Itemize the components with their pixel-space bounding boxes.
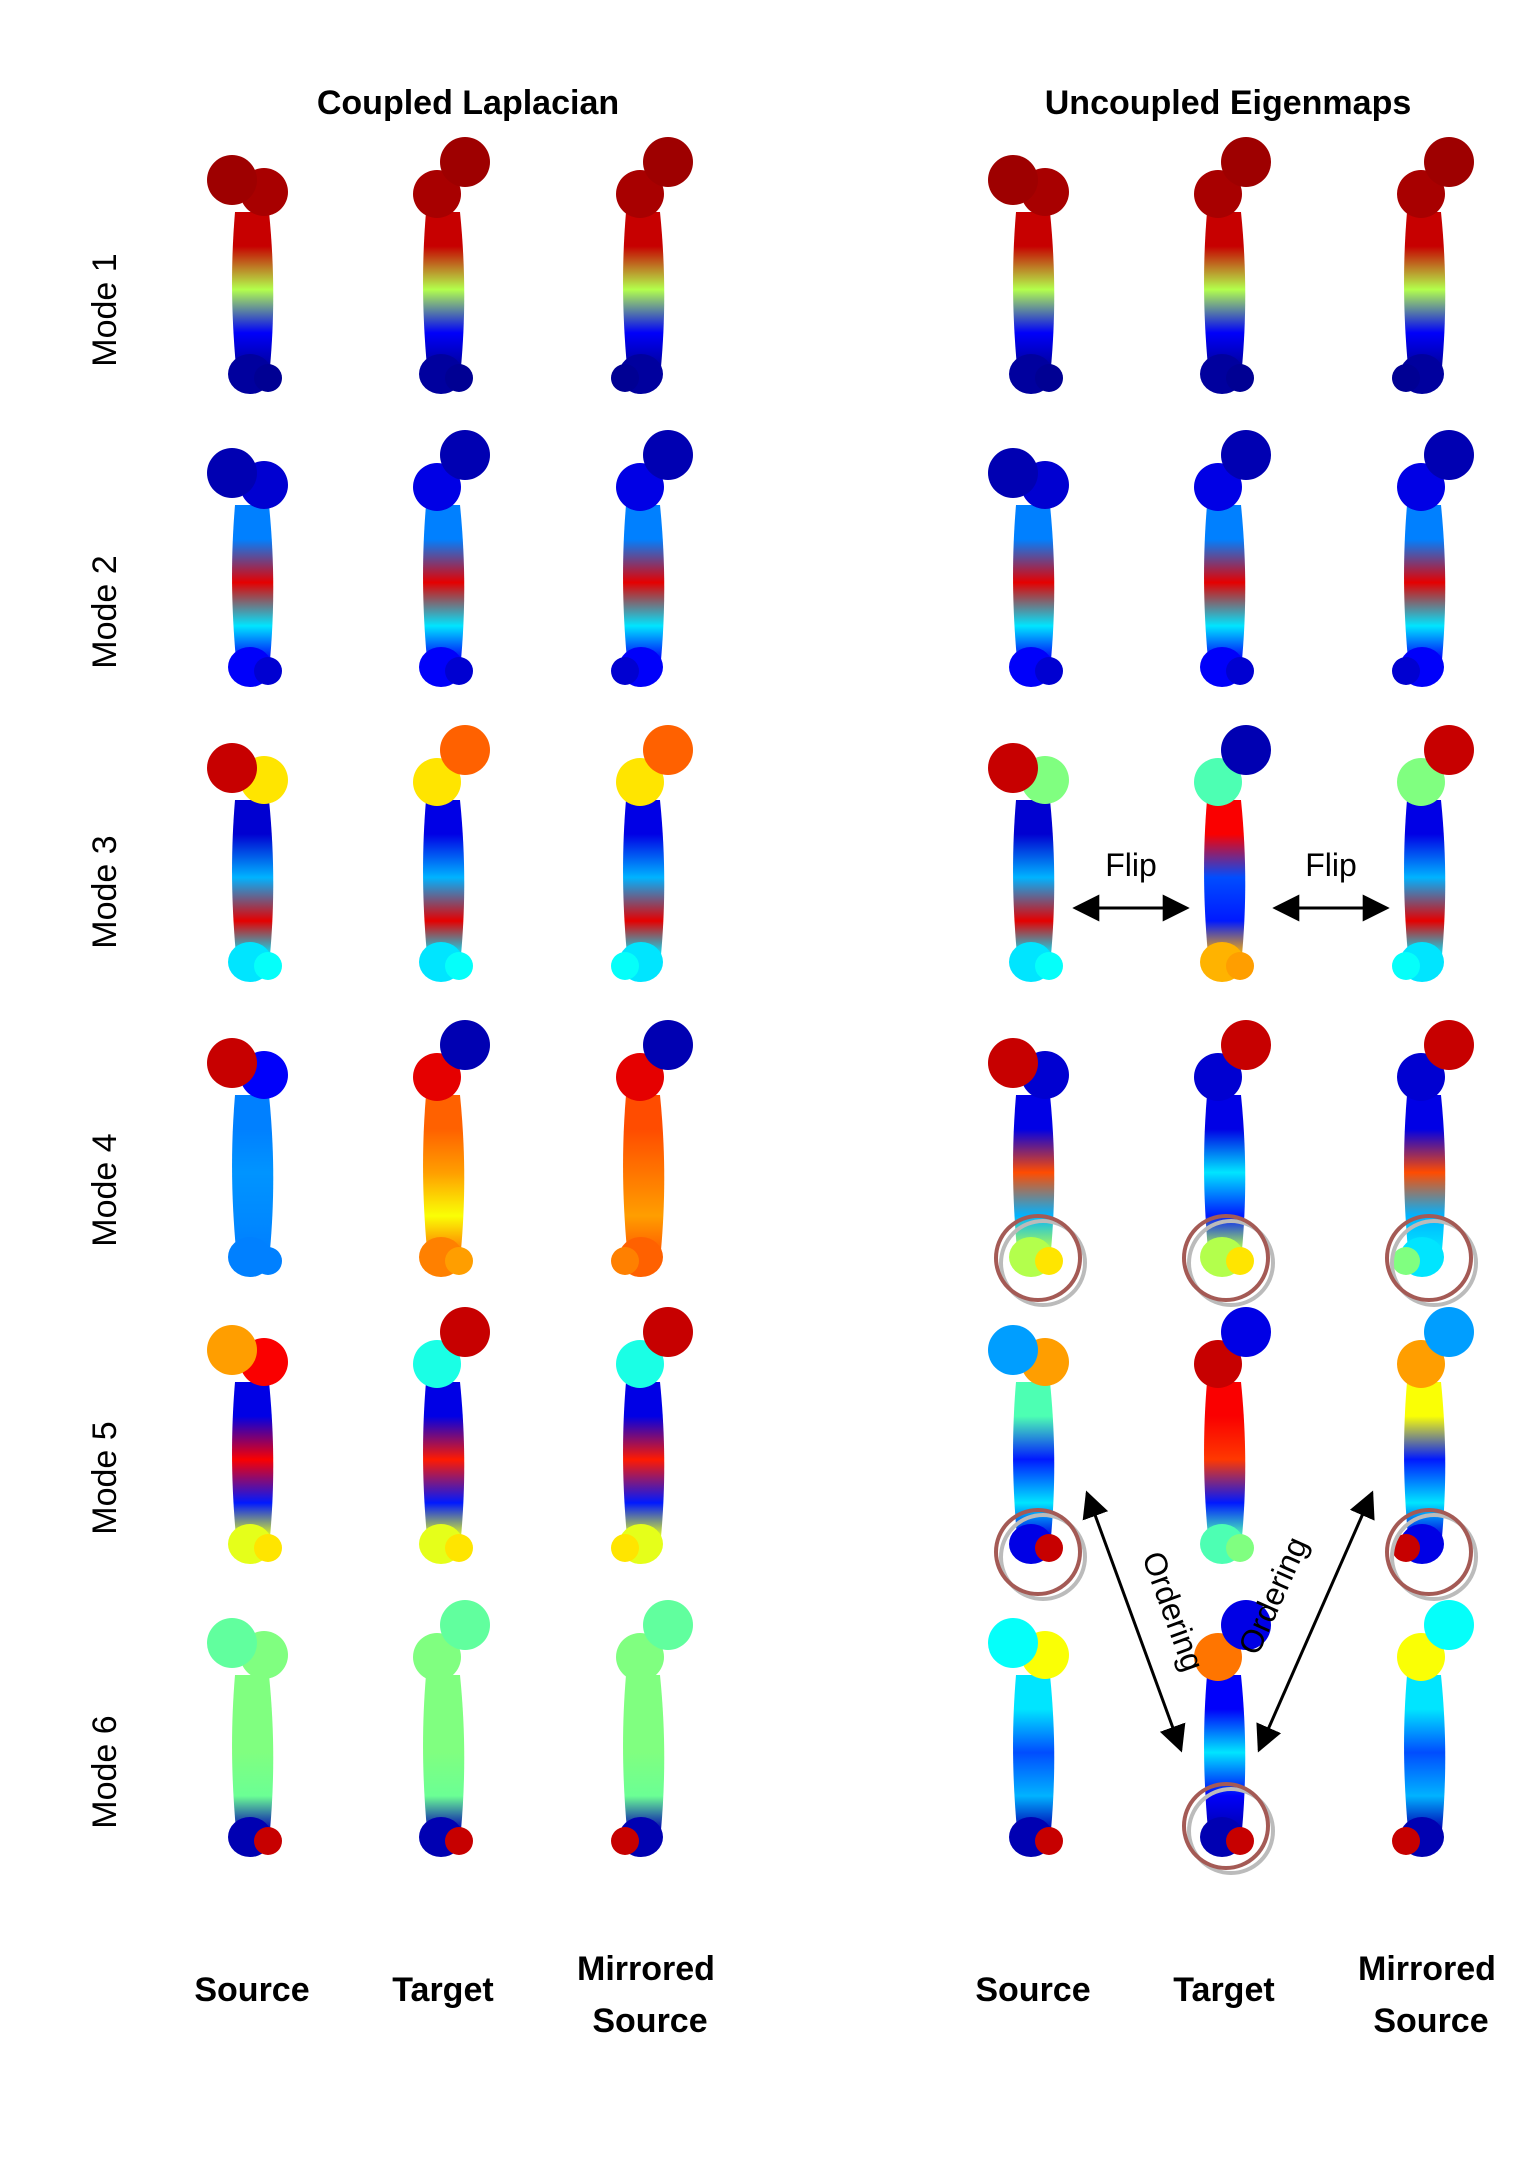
highlight-circles	[994, 1214, 1478, 1875]
uncoupled-bone-mode-2-mirrored-source	[1392, 430, 1474, 687]
uncoupled-bone-mode-3-target	[1194, 725, 1271, 982]
column-labels-right: Source Target Mirrored Source	[975, 1950, 1496, 2040]
column-labels-left: Source Target Mirrored Source	[194, 1950, 715, 2040]
uncoupled-bone-mode-5-mirrored-source	[1392, 1307, 1474, 1564]
uncoupled-bone-mode-3-source	[988, 743, 1069, 982]
col-label-target: Target	[1173, 1971, 1274, 2009]
row-label-mode-4: Mode 4	[86, 1133, 124, 1246]
coupled-bone-mode-5-target	[413, 1307, 490, 1564]
uncoupled-bone-mode-4-source	[988, 1038, 1069, 1277]
ordering-arrow-left	[1082, 1490, 1186, 1753]
coupled-bone-mode-1-mirrored-source	[611, 137, 693, 394]
col-label-mirrored-source: Source	[592, 2002, 707, 2040]
coupled-bone-mode-2-mirrored-source	[611, 430, 693, 687]
coupled-bone-mode-6-target	[413, 1600, 490, 1857]
col-label-mirrored-source: Source	[1373, 2002, 1488, 2040]
panel-title-uncoupled-eigenmaps: Uncoupled Eigenmaps	[1045, 84, 1412, 122]
col-label-mirrored: Mirrored	[577, 1950, 715, 1988]
flip-annotations: Flip Flip	[1072, 847, 1390, 922]
coupled-bone-mode-3-target	[413, 725, 490, 982]
coupled-bone-mode-1-source	[207, 155, 288, 394]
flip-label-left: Flip	[1105, 847, 1157, 883]
highlight-circle	[994, 1214, 1087, 1307]
panel-title-coupled-laplacian: Coupled Laplacian	[317, 84, 619, 122]
col-label-source: Source	[194, 1971, 309, 2009]
coupled-bone-mode-4-source	[207, 1038, 288, 1277]
coupled-bone-mode-5-source	[207, 1325, 288, 1564]
uncoupled-bone-mode-6-mirrored-source	[1392, 1600, 1474, 1857]
uncoupled-bone-mode-5-target	[1194, 1307, 1271, 1564]
highlight-circle	[1385, 1508, 1478, 1601]
row-label-mode-6: Mode 6	[86, 1715, 124, 1828]
bone-renders	[207, 137, 1474, 1857]
highlight-circle	[1385, 1214, 1478, 1307]
uncoupled-bone-mode-1-source	[988, 155, 1069, 394]
coupled-bone-mode-4-target	[413, 1020, 490, 1277]
uncoupled-bone-mode-2-target	[1194, 430, 1271, 687]
coupled-bone-mode-6-mirrored-source	[611, 1600, 693, 1857]
row-label-mode-2: Mode 2	[86, 555, 124, 668]
col-label-mirrored: Mirrored	[1358, 1950, 1496, 1988]
uncoupled-bone-mode-5-source	[988, 1325, 1069, 1564]
flip-label-right: Flip	[1305, 847, 1357, 883]
col-label-source: Source	[975, 1971, 1090, 2009]
row-label-mode-1: Mode 1	[86, 253, 124, 366]
coupled-bone-mode-3-source	[207, 743, 288, 982]
uncoupled-bone-mode-6-source	[988, 1618, 1069, 1857]
highlight-circle	[1182, 1214, 1275, 1307]
uncoupled-bone-mode-3-mirrored-source	[1392, 725, 1474, 982]
uncoupled-bone-mode-1-target	[1194, 137, 1271, 394]
coupled-bone-mode-1-target	[413, 137, 490, 394]
ordering-arrow-right	[1256, 1490, 1375, 1753]
coupled-bone-mode-6-source	[207, 1618, 288, 1857]
coupled-bone-mode-5-mirrored-source	[611, 1307, 693, 1564]
row-label-mode-3: Mode 3	[86, 835, 124, 948]
uncoupled-bone-mode-4-target	[1194, 1020, 1271, 1277]
highlight-circle	[1182, 1782, 1275, 1875]
row-labels: Mode 1 Mode 2 Mode 3 Mode 4 Mode 5 Mode …	[86, 253, 124, 1828]
coupled-bone-mode-4-mirrored-source	[611, 1020, 693, 1277]
coupled-bone-mode-2-source	[207, 448, 288, 687]
uncoupled-bone-mode-2-source	[988, 448, 1069, 687]
coupled-bone-mode-2-target	[413, 430, 490, 687]
col-label-target: Target	[392, 1971, 493, 2009]
row-label-mode-5: Mode 5	[86, 1421, 124, 1534]
uncoupled-bone-mode-4-mirrored-source	[1392, 1020, 1474, 1277]
coupled-bone-mode-3-mirrored-source	[611, 725, 693, 982]
uncoupled-bone-mode-1-mirrored-source	[1392, 137, 1474, 394]
